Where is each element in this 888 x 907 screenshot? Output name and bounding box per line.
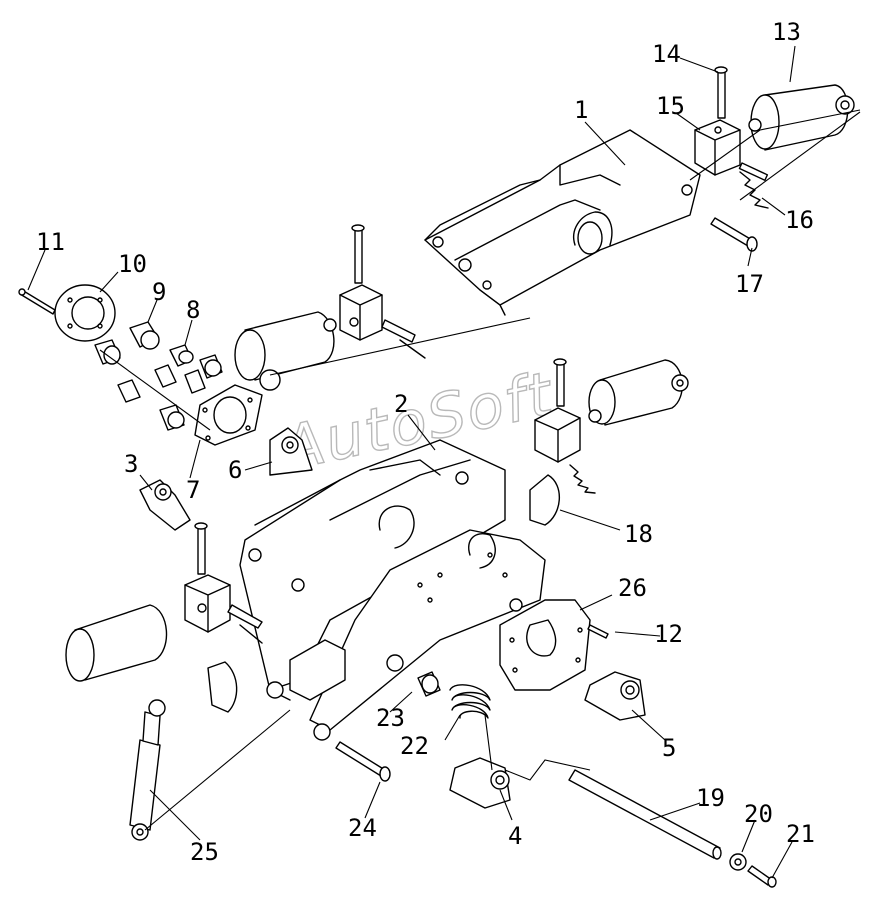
block-lower-left — [184, 522, 263, 644]
part-5-bracket — [584, 671, 646, 721]
part-20-washer — [729, 853, 747, 871]
part-19-shaft — [568, 769, 722, 860]
callout-20: 20 — [744, 800, 773, 828]
assembly-line-top-right-2 — [739, 111, 861, 201]
callout-21: 21 — [786, 820, 815, 848]
part-13-roller — [748, 84, 855, 151]
callout-26: 26 — [618, 574, 647, 602]
assembly-line-top-right — [689, 109, 861, 181]
assembly-line-center — [269, 317, 531, 376]
callout-1: 1 — [574, 96, 588, 124]
part-25-gas-strut — [129, 699, 166, 841]
part-3-bracket — [139, 479, 191, 531]
callout-23: 23 — [376, 704, 405, 732]
part-26-plate — [499, 599, 591, 691]
part-15-block — [694, 119, 741, 176]
part-24-bolt — [335, 741, 391, 782]
callout-2: 2 — [394, 390, 408, 418]
callout-17: 17 — [735, 270, 764, 298]
roller-upper-left — [234, 311, 337, 391]
callout-25: 25 — [190, 838, 219, 866]
assembly-line-strut — [144, 709, 291, 831]
part-12-screw — [587, 624, 609, 639]
callout-11: 11 — [36, 228, 65, 256]
callout-14: 14 — [652, 40, 681, 68]
callout-18: 18 — [624, 520, 653, 548]
callout-7: 7 — [186, 476, 200, 504]
part-bushings-left — [94, 339, 223, 431]
part-23-bushing — [386, 654, 441, 697]
part-9-bushing — [129, 321, 160, 350]
part-6-bracket — [269, 427, 313, 476]
callout-24: 24 — [348, 814, 377, 842]
part-14-pin — [714, 66, 728, 119]
part-7-plate — [194, 384, 263, 446]
callout-19: 19 — [696, 784, 725, 812]
callout-15: 15 — [656, 92, 685, 120]
assembly-line-left — [99, 349, 211, 431]
block-right — [534, 358, 596, 494]
callout-10: 10 — [118, 250, 147, 278]
roller-right — [588, 359, 689, 426]
part-16-spring — [738, 162, 769, 209]
part-17-bolt — [710, 217, 758, 252]
callout-labels: 1 2 3 4 5 6 7 8 9 10 11 12 13 14 15 16 1… — [36, 18, 815, 866]
callout-3: 3 — [124, 450, 138, 478]
part-21-bolt — [747, 865, 777, 888]
callout-4: 4 — [508, 822, 522, 850]
shoe-left — [207, 661, 238, 713]
block-upper-center — [339, 224, 426, 359]
part-8-pin — [169, 344, 194, 367]
callout-9: 9 — [152, 278, 166, 306]
callout-12: 12 — [654, 620, 683, 648]
callout-5: 5 — [662, 734, 676, 762]
assembly-line-lower — [484, 714, 591, 781]
part-10-flange — [54, 284, 116, 342]
callout-leaders — [27, 45, 796, 879]
callout-22: 22 — [400, 732, 429, 760]
part-22-spring — [449, 684, 491, 719]
part-11-bolt — [18, 288, 56, 315]
part-18-shoe — [529, 474, 561, 526]
part-1-upper-bracket — [424, 129, 701, 316]
callout-6: 6 — [228, 456, 242, 484]
part-4-bracket — [449, 757, 511, 809]
lower-block — [266, 639, 346, 741]
roller-lower-left — [65, 604, 168, 682]
callout-13: 13 — [772, 18, 801, 46]
callout-8: 8 — [186, 296, 200, 324]
callout-16: 16 — [785, 206, 814, 234]
